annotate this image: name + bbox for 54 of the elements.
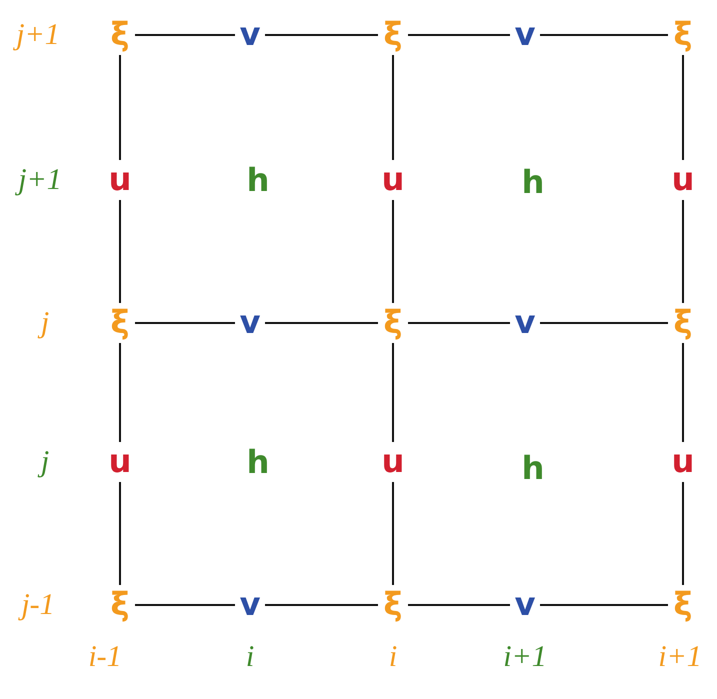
grid-variable-symbol: ξ [378,303,408,343]
grid-variable-symbol: ξ [105,15,135,55]
grid-line [408,34,510,36]
grid-variable-symbol: ξ [668,585,698,625]
index-label: i+1 [503,640,547,674]
grid-line [265,322,378,324]
grid-line [392,55,394,160]
grid-line [392,200,394,303]
grid-variable-symbol: u [378,160,408,200]
grid-variable-symbol: h [522,163,544,201]
grid-line [392,482,394,585]
grid-line [119,482,121,585]
grid-line [540,604,668,606]
grid-variable-symbol: ξ [378,585,408,625]
grid-variable-symbol: h [246,161,270,199]
grid-line [265,34,378,36]
grid-variable-symbol: v [510,585,540,625]
grid-variable-symbol: ξ [378,15,408,55]
grid-variable-symbol: v [235,303,265,343]
grid-variable-symbol: u [668,442,698,482]
grid-variable-symbol: v [510,303,540,343]
grid-line [408,604,510,606]
grid-variable-symbol: ξ [105,585,135,625]
grid-line [119,200,121,303]
grid-variable-symbol: v [235,15,265,55]
grid-line [682,55,684,160]
grid-line [408,322,510,324]
grid-line [265,604,378,606]
grid-variable-symbol: ξ [105,303,135,343]
grid-line [682,482,684,585]
grid-line [119,343,121,442]
grid-variable-symbol: ξ [668,15,698,55]
index-label: i [246,640,254,674]
index-label: i [388,640,398,674]
grid-line [540,34,668,36]
grid-line [135,34,235,36]
grid-variable-symbol: u [668,160,698,200]
grid-variable-symbol: h [522,449,544,487]
grid-line [682,200,684,303]
grid-line [119,55,121,160]
grid-variable-symbol: v [235,585,265,625]
grid-variable-symbol: v [510,15,540,55]
grid-line [392,343,394,442]
grid-variable-symbol: u [378,442,408,482]
grid-variable-symbol: u [105,160,135,200]
grid-variable-symbol: h [246,443,270,481]
grid-variable-symbol: ξ [668,303,698,343]
grid-line [540,322,668,324]
grid-line [682,343,684,442]
grid-line [135,604,235,606]
index-label: i+1 [658,640,702,674]
grid-variable-symbol: u [105,442,135,482]
index-label: i-1 [88,640,122,674]
grid-line [135,322,235,324]
